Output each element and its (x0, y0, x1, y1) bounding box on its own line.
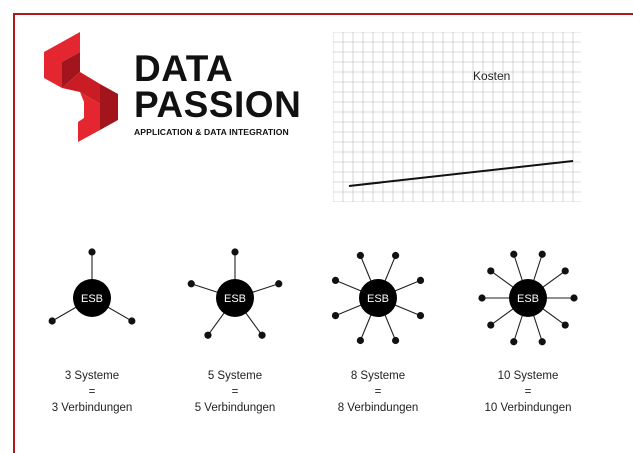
caption-equals: = (374, 386, 382, 398)
system-node (128, 317, 136, 325)
chart-grid (333, 32, 581, 202)
system-node (510, 338, 518, 346)
esb-hub (73, 279, 111, 317)
hub-diagram: ESB (187, 248, 283, 339)
system-node (510, 250, 518, 258)
caption-systems: 5 Systeme (207, 370, 263, 382)
caption-systems: 3 Systeme (64, 370, 120, 382)
system-node (88, 248, 96, 256)
system-node (392, 251, 400, 260)
caption-equals: = (231, 386, 239, 398)
caption-3-systems: 3 Systeme = 3 Verbindungen (17, 368, 167, 416)
caption-systems: 10 Systeme (497, 370, 559, 382)
logo-line-2: PASSION (134, 84, 302, 125)
slide-frame (13, 13, 633, 453)
cost-label: Kosten (473, 69, 510, 83)
esb-hub (359, 279, 397, 317)
system-node (416, 312, 425, 320)
hub-diagram: ESB (478, 250, 578, 346)
system-node (538, 250, 546, 258)
caption-connections: 10 Verbindungen (484, 402, 572, 414)
system-node (331, 312, 340, 320)
caption-10-systems: 10 Systeme = 10 Verbindungen (453, 368, 603, 416)
caption-systems: 8 Systeme (350, 370, 406, 382)
system-node (187, 280, 195, 288)
system-node (356, 336, 364, 345)
esb-hub-label: ESB (367, 293, 389, 305)
system-node (275, 280, 283, 288)
logo-line-1: DATA (134, 48, 234, 89)
caption-connections: 3 Verbindungen (51, 402, 133, 414)
esb-hub (216, 279, 254, 317)
system-node (478, 294, 486, 302)
caption-equals: = (524, 386, 532, 398)
caption-connections: 5 Verbindungen (194, 402, 276, 414)
system-node (258, 331, 266, 339)
system-node (48, 317, 56, 325)
system-node (570, 294, 578, 302)
system-node (392, 336, 400, 345)
system-node (416, 276, 425, 284)
esb-hub-label: ESB (517, 293, 539, 305)
caption-equals: = (88, 386, 96, 398)
system-node (331, 276, 340, 284)
system-node (561, 267, 569, 275)
system-node (356, 251, 364, 260)
system-node (487, 321, 495, 329)
esb-hub (509, 279, 547, 317)
caption-8-systems: 8 Systeme = 8 Verbindungen (303, 368, 453, 416)
system-node (487, 267, 495, 275)
hub-diagrams: ESB ESB ESB ESB (48, 248, 578, 346)
system-node (231, 248, 239, 256)
data-passion-logo-icon (44, 32, 118, 142)
system-node (538, 338, 546, 346)
esb-hub-label: ESB (81, 293, 103, 305)
system-node (561, 321, 569, 329)
cost-trend-line (348, 160, 574, 187)
caption-5-systems: 5 Systeme = 5 Verbindungen (160, 368, 310, 416)
logo-tagline: APPLICATION & DATA INTEGRATION (134, 127, 289, 137)
esb-hub-label: ESB (224, 293, 246, 305)
hub-diagram: ESB (48, 248, 136, 325)
cost-chart: Kosten (333, 32, 581, 202)
caption-connections: 8 Verbindungen (337, 402, 419, 414)
system-node (204, 331, 212, 339)
hub-diagram: ESB (331, 251, 425, 345)
